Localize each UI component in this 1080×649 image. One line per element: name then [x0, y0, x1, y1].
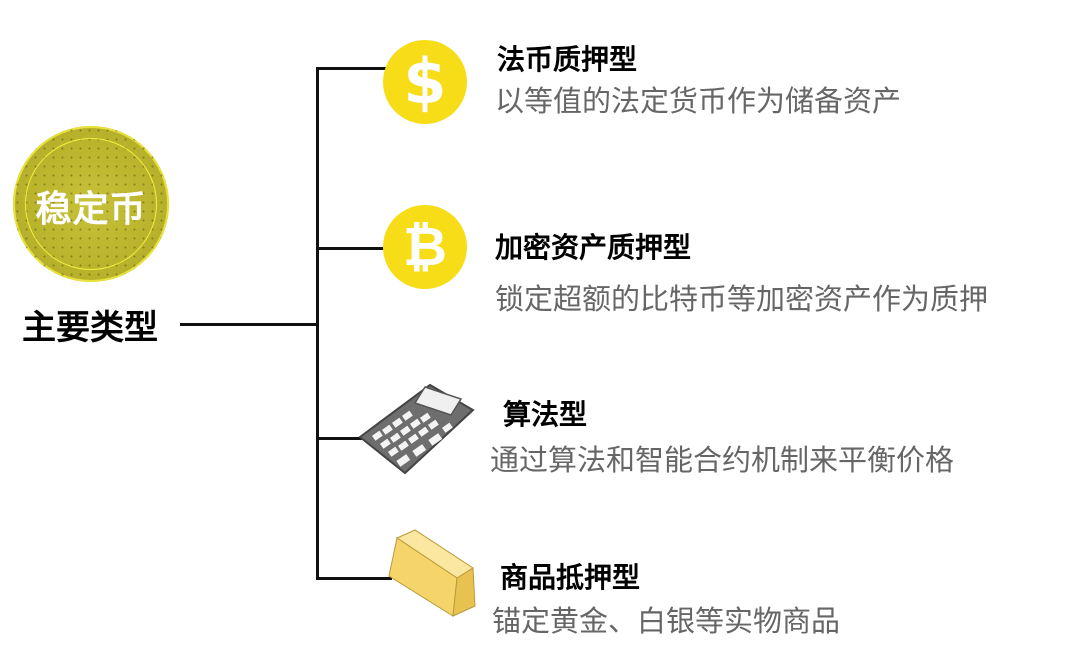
root-connector: [180, 323, 319, 326]
branch-desc: 锁定超额的比特币等加密资产作为质押: [495, 282, 989, 316]
coin-ring: [25, 138, 157, 270]
branch-title: 法币质押型: [497, 43, 638, 76]
branch-line-4: [316, 577, 392, 580]
branch-desc: 通过算法和智能合约机制来平衡价格: [490, 443, 955, 477]
bitcoin-coin-icon: ₿: [383, 205, 467, 289]
branch-line-1: [316, 67, 386, 70]
dollar-coin-icon: $: [383, 40, 467, 124]
calculator-icon: [358, 383, 475, 475]
branch-title: 算法型: [503, 398, 588, 431]
branch-title: 加密资产质押型: [495, 231, 692, 264]
branch-title: 商品抵押型: [500, 561, 641, 594]
badge-label: 稳定币: [35, 189, 147, 230]
branch-line-3: [316, 437, 364, 440]
branch-line-2: [316, 247, 386, 250]
trunk-line: [316, 67, 319, 580]
branch-desc: 以等值的法定货币作为储备资产: [495, 84, 902, 118]
root-label: 主要类型: [22, 308, 158, 348]
gold-bar-icon: [388, 529, 476, 617]
stablecoin-badge: 稳定币: [13, 126, 169, 282]
branch-desc: 锚定黄金、白银等实物商品: [492, 604, 841, 638]
